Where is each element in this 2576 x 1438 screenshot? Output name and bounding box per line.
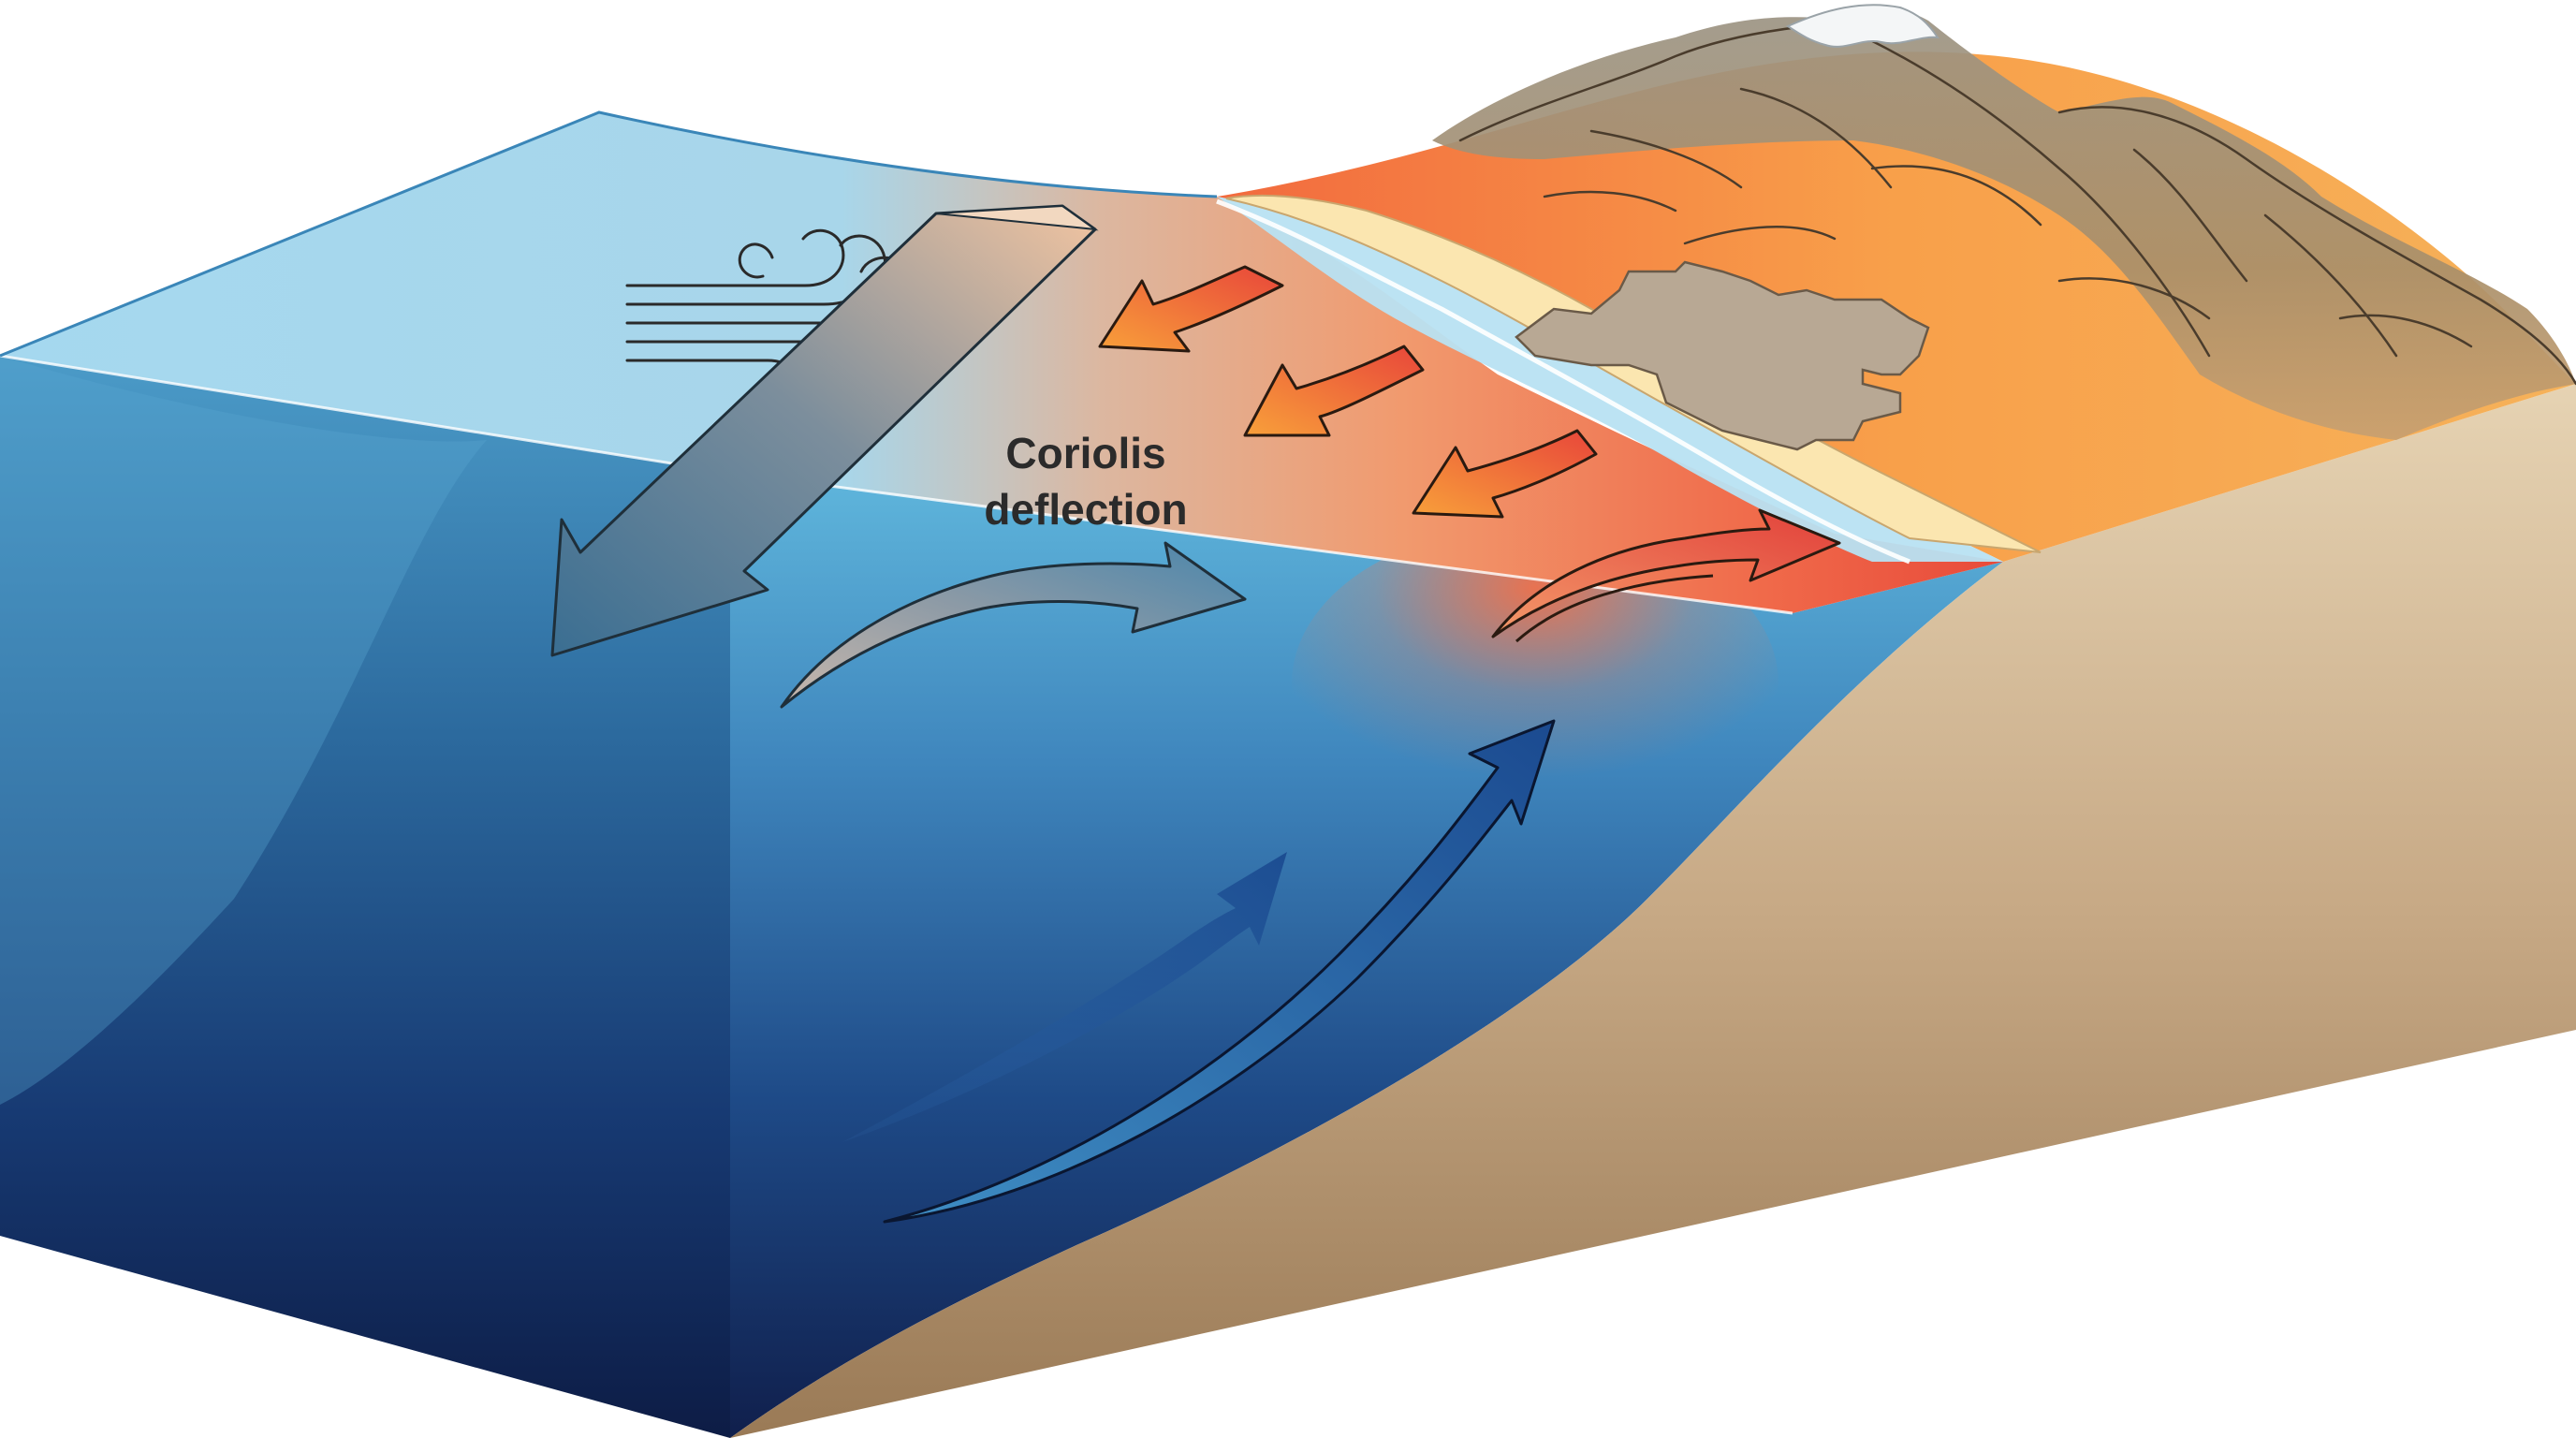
coastal-arrow-2 (1515, 574, 1714, 643)
offshore-arrow-2 (1243, 345, 1425, 437)
surf-line (1216, 198, 1910, 565)
seabed-face (730, 384, 2576, 1438)
surface-back-edge (0, 110, 1218, 358)
coriolis-label-line2: deflection (984, 485, 1187, 534)
coastal-current-arrows (1491, 508, 1841, 643)
offshore-arrow-1 (1098, 265, 1284, 353)
front-water-face (0, 356, 730, 1438)
city-footprint-icon (1515, 260, 1930, 451)
mountain-ridges (1458, 22, 2576, 386)
wind-arrow-bevel (935, 204, 1099, 231)
coriolis-label-line1: Coriolis (1005, 429, 1165, 477)
upwelling-arrows (842, 719, 1556, 1224)
mountain-range (1432, 9, 2576, 441)
upwelling-arrow-main (883, 719, 1556, 1224)
front-water-shading (0, 356, 487, 1105)
snow-cap (1785, 4, 1940, 48)
offshore-arrow-3 (1412, 429, 1598, 519)
offshore-transport-arrows (1098, 265, 1598, 519)
wind-arrow (550, 204, 1097, 657)
beach-strip (1225, 194, 2042, 553)
upwelling-arrow-secondary (842, 852, 1287, 1142)
coastal-arrow-1 (1491, 508, 1841, 638)
deflection-arrow (780, 541, 1247, 709)
warm-plume (1292, 524, 1778, 843)
